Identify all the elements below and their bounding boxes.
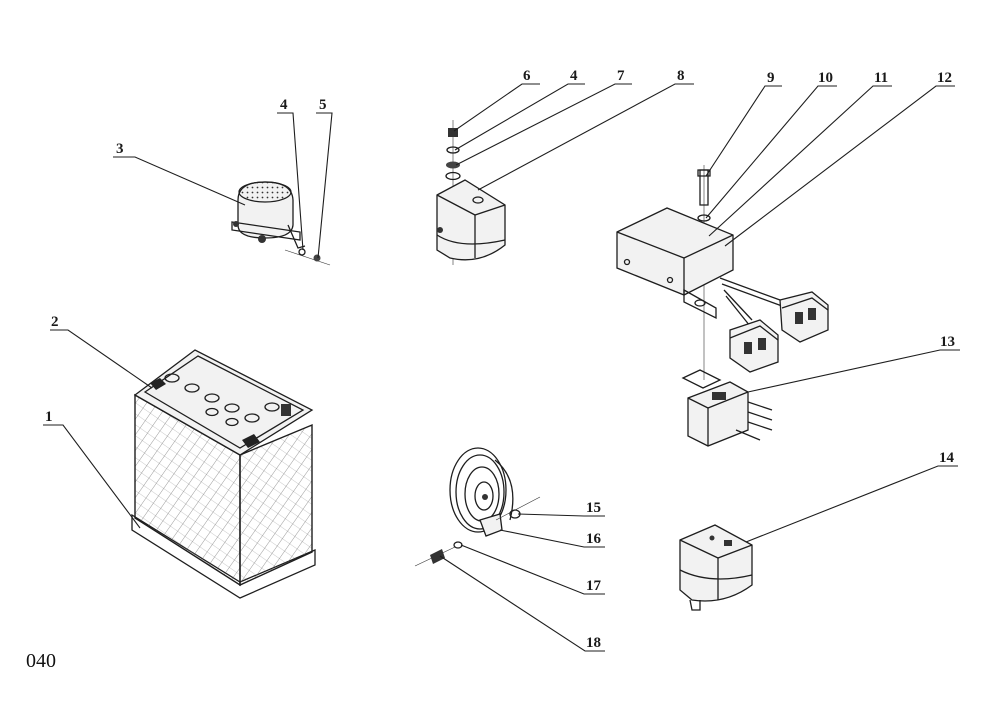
callout-9: 9	[767, 70, 775, 86]
callout-12: 12	[937, 70, 952, 86]
callout-6: 6	[523, 68, 531, 84]
callout-labels: 1 2 3 4 5 6 4 7 8 9 10 11 12 13 14 15 16…	[45, 68, 955, 651]
callout-11: 11	[874, 70, 888, 86]
callout-4b: 4	[570, 68, 578, 84]
callout-8: 8	[677, 68, 685, 84]
callout-10: 10	[818, 70, 833, 86]
callout-13: 13	[940, 334, 955, 350]
flasher-part	[679, 524, 753, 611]
horn-part	[414, 447, 541, 567]
page-number: 040	[26, 650, 56, 672]
callout-5: 5	[319, 97, 327, 113]
horn-relay-part	[231, 181, 331, 266]
leader-lines	[43, 83, 960, 652]
callout-18: 18	[586, 635, 601, 651]
control-unit-part	[616, 165, 829, 380]
callout-14: 14	[939, 450, 955, 466]
callout-17: 17	[586, 578, 602, 594]
callout-15: 15	[586, 500, 601, 516]
flasher-relay-part	[436, 120, 506, 265]
callout-7: 7	[617, 68, 625, 84]
callout-1: 1	[45, 409, 53, 425]
callout-4a: 4	[280, 97, 288, 113]
callout-16: 16	[586, 531, 602, 547]
relay-part	[681, 369, 773, 447]
callout-3: 3	[116, 141, 124, 157]
battery-part	[131, 349, 316, 599]
callout-2: 2	[51, 314, 59, 330]
